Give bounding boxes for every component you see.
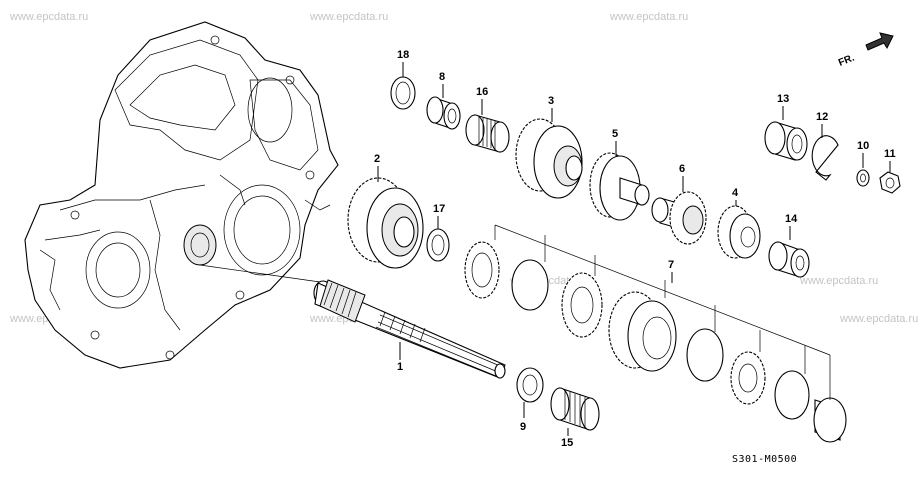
callout-7: 7 <box>668 259 674 271</box>
callout-3: 3 <box>548 95 554 107</box>
callout-12: 12 <box>816 111 828 123</box>
part-16-drawing: 16 <box>465 86 510 153</box>
callout-17: 17 <box>433 203 445 215</box>
synchronizer-assembly-drawing: 7 <box>464 224 847 443</box>
front-direction-indicator: FR. <box>837 32 894 69</box>
part-9-drawing: 9 <box>516 367 544 433</box>
second-gear-drawing: 2 <box>347 153 424 269</box>
fourth-gear-drawing: 4 <box>717 187 761 259</box>
callout-2: 2 <box>374 153 380 165</box>
callout-5: 5 <box>612 128 618 140</box>
watermark: www.epcdata.ru <box>609 11 688 23</box>
callout-18: 18 <box>397 49 409 61</box>
part-8-drawing: 8 <box>426 71 461 130</box>
callout-8: 8 <box>439 71 445 83</box>
callout-1: 1 <box>397 361 403 373</box>
part-17-drawing: 17 <box>426 203 450 262</box>
diagram-code: S301-M0500 <box>732 454 797 465</box>
part-18-drawing: 18 <box>390 49 416 110</box>
callout-13: 13 <box>777 93 789 105</box>
watermark: www.epcdata.ru <box>9 11 88 23</box>
callout-14: 14 <box>785 213 798 225</box>
part-13-drawing: 13 <box>764 93 808 161</box>
callout-10: 10 <box>857 140 869 152</box>
fifth-gear-drawing: 5 <box>589 128 650 221</box>
callout-15: 15 <box>561 437 573 449</box>
part-10-drawing: 10 <box>856 140 870 187</box>
transmission-case-drawing <box>24 21 339 369</box>
callout-6: 6 <box>679 163 685 175</box>
callout-11: 11 <box>884 148 896 160</box>
watermark: www.epcdata.ru <box>309 11 388 23</box>
part-14-drawing: 14 <box>768 213 810 278</box>
part-15-drawing: 15 <box>550 387 600 449</box>
callout-16: 16 <box>476 86 488 98</box>
callout-4: 4 <box>732 187 739 199</box>
part-12-drawing: 12 <box>811 111 839 181</box>
mainshaft-drawing: 1 <box>313 279 506 379</box>
third-gear-drawing: 3 <box>515 95 583 199</box>
watermark: www.epcdata.ru <box>799 275 878 287</box>
watermark: www.epcdata.ru <box>839 313 918 325</box>
part-6-drawing: 6 <box>651 163 707 245</box>
front-direction-label: FR. <box>837 52 856 68</box>
callout-9: 9 <box>520 421 526 433</box>
part-11-drawing: 11 <box>879 148 901 194</box>
